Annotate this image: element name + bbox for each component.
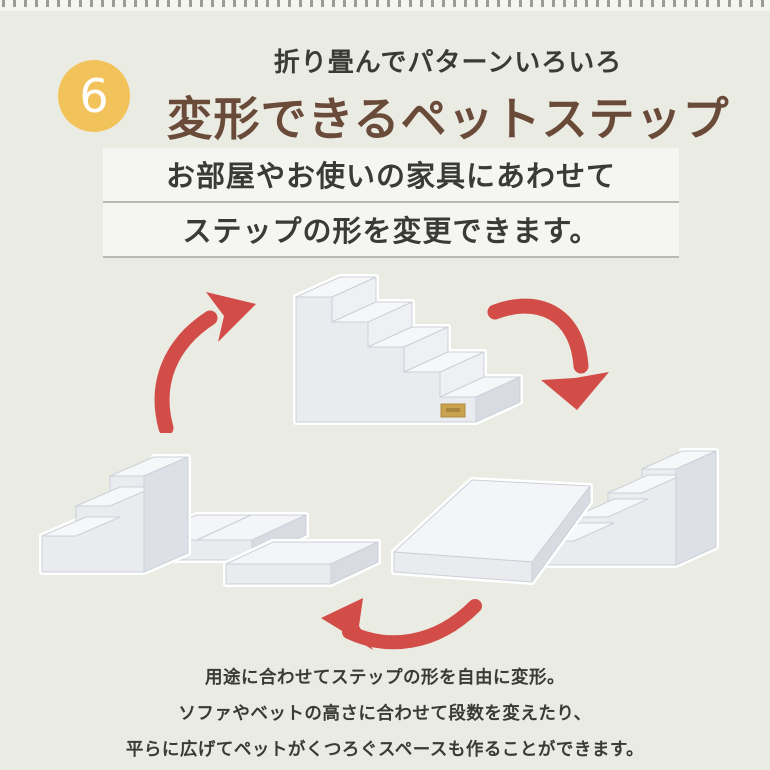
mini-staircase-3-step <box>41 456 189 573</box>
description-line-3: 平らに広げてペットがくつろぐスペースも作ることができます。 <box>125 740 645 760</box>
flat-mat <box>393 479 591 583</box>
subtitle-line-2: ステップの形を変更できます。 <box>103 203 679 258</box>
section-title: 変形できるペットステップ <box>166 92 730 146</box>
cycle-arrow-down-icon <box>487 298 609 410</box>
description-line-1: 用途に合わせてステップの形を自由に変形。 <box>205 668 565 688</box>
section-header: 6 折り畳んでパターンいろいろ 変形できるペットステップ <box>58 42 744 149</box>
staircase-3-step-with-flat-mats-photo <box>39 454 381 587</box>
flat-mat-right <box>225 541 379 585</box>
title-block: 折り畳んでパターンいろいろ 変形できるペットステップ <box>152 42 744 149</box>
subtitle-block: お部屋やお使いの家具にあわせて ステップの形を変更できます。 <box>103 148 679 258</box>
stitched-top-border <box>0 0 770 11</box>
section-number-badge: 6 <box>58 59 130 132</box>
cycle-arrow-left-icon <box>321 598 482 650</box>
subtitle-line-1: お部屋やお使いの家具にあわせて <box>103 148 679 203</box>
description-paragraph: 用途に合わせてステップの形を自由に変形。 ソファやベットの高さに合わせて段数を変… <box>0 660 770 768</box>
cycle-arrow-up-icon <box>154 292 256 433</box>
brand-tag <box>440 403 466 418</box>
description-line-2: ソファやベットの高さに合わせて段数を変えたり、 <box>178 704 592 724</box>
section-kicker: 折り畳んでパターンいろいろ <box>273 48 623 78</box>
staircase-5-step-photo <box>293 274 523 425</box>
stitch-marks <box>2 0 770 7</box>
staircase-4-step <box>539 450 717 566</box>
staircase-4-step-with-mat-photo <box>391 448 719 585</box>
